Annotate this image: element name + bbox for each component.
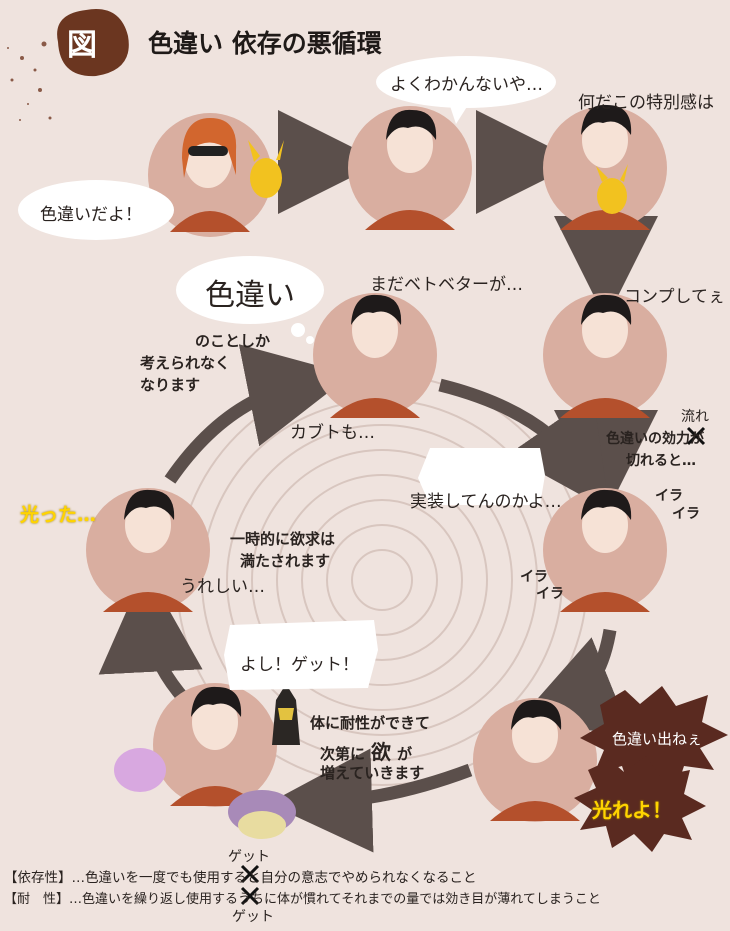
splatter bbox=[7, 41, 52, 121]
effect-line-2: 切れると… bbox=[626, 453, 696, 469]
effect-struck: 効力 bbox=[662, 431, 690, 447]
satisfied-line-1: 一時的に欲求は bbox=[230, 530, 336, 548]
think-line-2: 考えられなく bbox=[140, 354, 231, 372]
pokemon-pink bbox=[114, 748, 166, 792]
get-correction-lower: ゲット bbox=[232, 909, 274, 925]
arrow-loop-left-up bbox=[98, 568, 203, 705]
tolerance-line-1: 体に耐性ができて bbox=[310, 714, 431, 732]
ira-3: イラ bbox=[520, 569, 548, 585]
shout-text-hikare: 光れよ！ bbox=[592, 798, 672, 822]
shout-hikare bbox=[574, 756, 706, 852]
bubble-text-conpu: コンプしてぇ bbox=[624, 287, 725, 307]
ira-1: イラ bbox=[655, 488, 683, 504]
pikachu-right bbox=[597, 178, 627, 214]
bubble-iroi-big bbox=[176, 256, 324, 324]
bubble-text-jissou: 実装してんのかよ… bbox=[410, 492, 562, 512]
bubble-yoku-wakan bbox=[376, 56, 556, 108]
arrow-loop-top bbox=[438, 378, 610, 511]
bubble-yoshi-get bbox=[224, 620, 378, 690]
bubble-iro-dayo bbox=[18, 180, 174, 240]
arrow-loop-right bbox=[514, 628, 631, 734]
footer-dependence: 【依存性】…色違いを一度でも使用すると自分の意志でやめられなくなること bbox=[4, 870, 477, 886]
bubble-text-hikatta: 光った… bbox=[20, 504, 97, 526]
speech-bubbles bbox=[18, 56, 556, 690]
pokemon-sprites bbox=[114, 140, 628, 839]
bubble-text-iroi-big: 色違い bbox=[205, 278, 295, 313]
arrow-loop-left-top bbox=[164, 344, 351, 484]
bubble-text-yoku-wakan: よくわかんないや… bbox=[390, 75, 543, 95]
title-badge: 図 bbox=[67, 28, 97, 63]
figures bbox=[103, 104, 650, 821]
bubble-text-kabuto: カブトも… bbox=[290, 423, 375, 443]
bubble-text-ureshii: うれしい… bbox=[180, 577, 265, 597]
bubble-jissou bbox=[418, 448, 545, 505]
tolerance-line-3: 増えていきます bbox=[320, 764, 425, 782]
character-circles bbox=[86, 106, 667, 822]
page-title: 色違い 依存の悪循環 bbox=[148, 29, 382, 58]
shout-iro-denee bbox=[580, 686, 728, 790]
get-correction-upper: ゲット bbox=[228, 849, 270, 865]
shout-text-iro-denee: 色違い出ねぇ bbox=[612, 730, 703, 748]
cycle-arrows bbox=[98, 110, 658, 853]
effect-correction: 流れ bbox=[681, 409, 709, 425]
bubble-text-yoshi-get: よし！ゲット！ bbox=[240, 655, 359, 675]
bubble-text-nanidakono: 何だこの特別感は bbox=[578, 93, 714, 113]
bubble-text-mada-betobeta: まだベトベターが… bbox=[370, 275, 523, 295]
footer-tolerance: 【耐 性】…色違いを繰り返し使用するうちに体が慣れてそれまでの量では効き目が薄れ… bbox=[4, 892, 601, 907]
ira-2: イラ bbox=[672, 506, 700, 522]
shout-bubbles bbox=[574, 686, 728, 852]
ira-4: イラ bbox=[536, 586, 564, 602]
title-badge-shape bbox=[57, 9, 129, 77]
effect-line-1: 色違いの効力が bbox=[606, 431, 704, 447]
arrow-loop-bottom bbox=[268, 748, 473, 853]
cross-marks bbox=[240, 426, 706, 906]
think-line-3: なります bbox=[140, 376, 201, 394]
bubble-text-iro-dayo: 色違いだよ！ bbox=[40, 205, 142, 225]
think-line-1: のことしか bbox=[195, 332, 271, 350]
tolerance-big-char: 欲 bbox=[371, 740, 392, 764]
pikachu-left bbox=[250, 158, 282, 198]
tolerance-line-2: 次第に欲が bbox=[320, 740, 413, 764]
satisfied-line-2: 満たされます bbox=[240, 552, 331, 570]
